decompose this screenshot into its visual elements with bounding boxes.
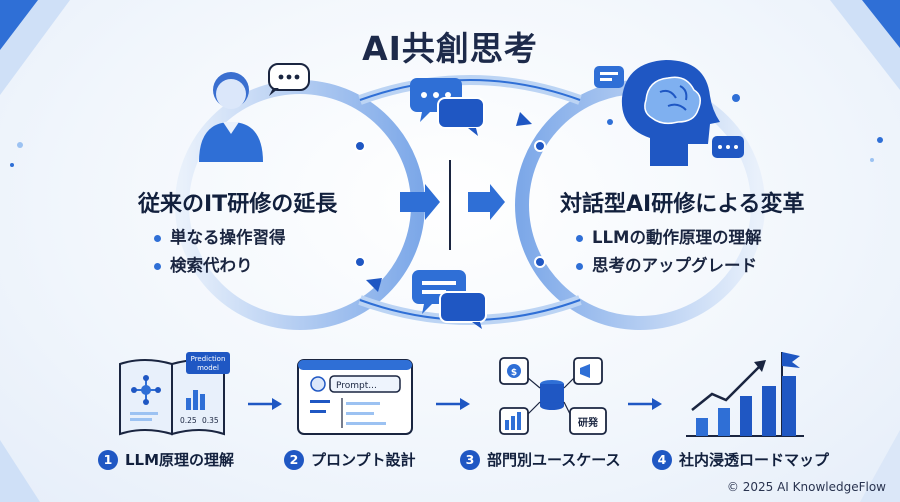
step-label-text: 社内浸透ロードマップ — [679, 451, 830, 469]
chat-bubbles-icon-bottom — [412, 270, 487, 329]
list-item: LLMの動作原理の理解 — [574, 224, 761, 252]
list-item: 思考のアップグレード — [574, 252, 761, 280]
step-number-badge: 1 — [98, 449, 118, 470]
value-b-label: 0.35 — [202, 416, 219, 425]
left-panel-heading: 従来のIT研修の延長 — [138, 192, 338, 217]
list-item: 検索代わり — [152, 252, 286, 280]
ai-brain-head-icon — [594, 60, 744, 166]
step-number-badge: 4 — [652, 449, 672, 470]
department-network-icon: $ 研発 — [499, 357, 607, 435]
step-1-label: 1 LLM原理の理解 — [98, 449, 234, 470]
right-panel-heading: 対話型AI研修による変革 — [560, 192, 805, 217]
chat-bubbles-icon-top — [410, 78, 485, 136]
right-panel-bullets: LLMの動作原理の理解 思考のアップグレード — [574, 224, 761, 280]
step-label-text: LLM原理の理解 — [125, 451, 235, 469]
person-icon — [199, 63, 310, 162]
left-panel-bullets: 単なる操作習得 検索代わり — [152, 224, 286, 280]
prediction-badge-line1: Prediction — [191, 355, 226, 363]
svg-text:$: $ — [511, 368, 517, 378]
step-4-label: 4 社内浸透ロードマップ — [652, 449, 829, 470]
growth-chart-flag-icon — [686, 352, 804, 437]
step-label-text: プロンプト設計 — [311, 451, 416, 469]
list-item: 単なる操作習得 — [152, 224, 286, 252]
step-number-badge: 2 — [284, 449, 304, 470]
prompt-field-text: Prompt... — [336, 381, 377, 391]
prompt-window-icon: Prompt... — [297, 359, 413, 435]
book-diagram-icon: Prediction model 0.25 0.35 — [119, 352, 230, 436]
page-title: AI共創思考 — [362, 29, 538, 68]
research-label: 研発 — [578, 416, 599, 429]
step-3-label: 3 部門別ユースケース — [460, 449, 621, 470]
copyright-notice: © 2025 AI KnowledgeFlow — [726, 480, 886, 494]
value-a-label: 0.25 — [180, 416, 197, 425]
step-2-label: 2 プロンプト設計 — [284, 449, 416, 470]
step-label-text: 部門別ユースケース — [487, 451, 621, 469]
prediction-badge-line2: model — [197, 364, 219, 372]
step-number-badge: 3 — [460, 449, 480, 470]
